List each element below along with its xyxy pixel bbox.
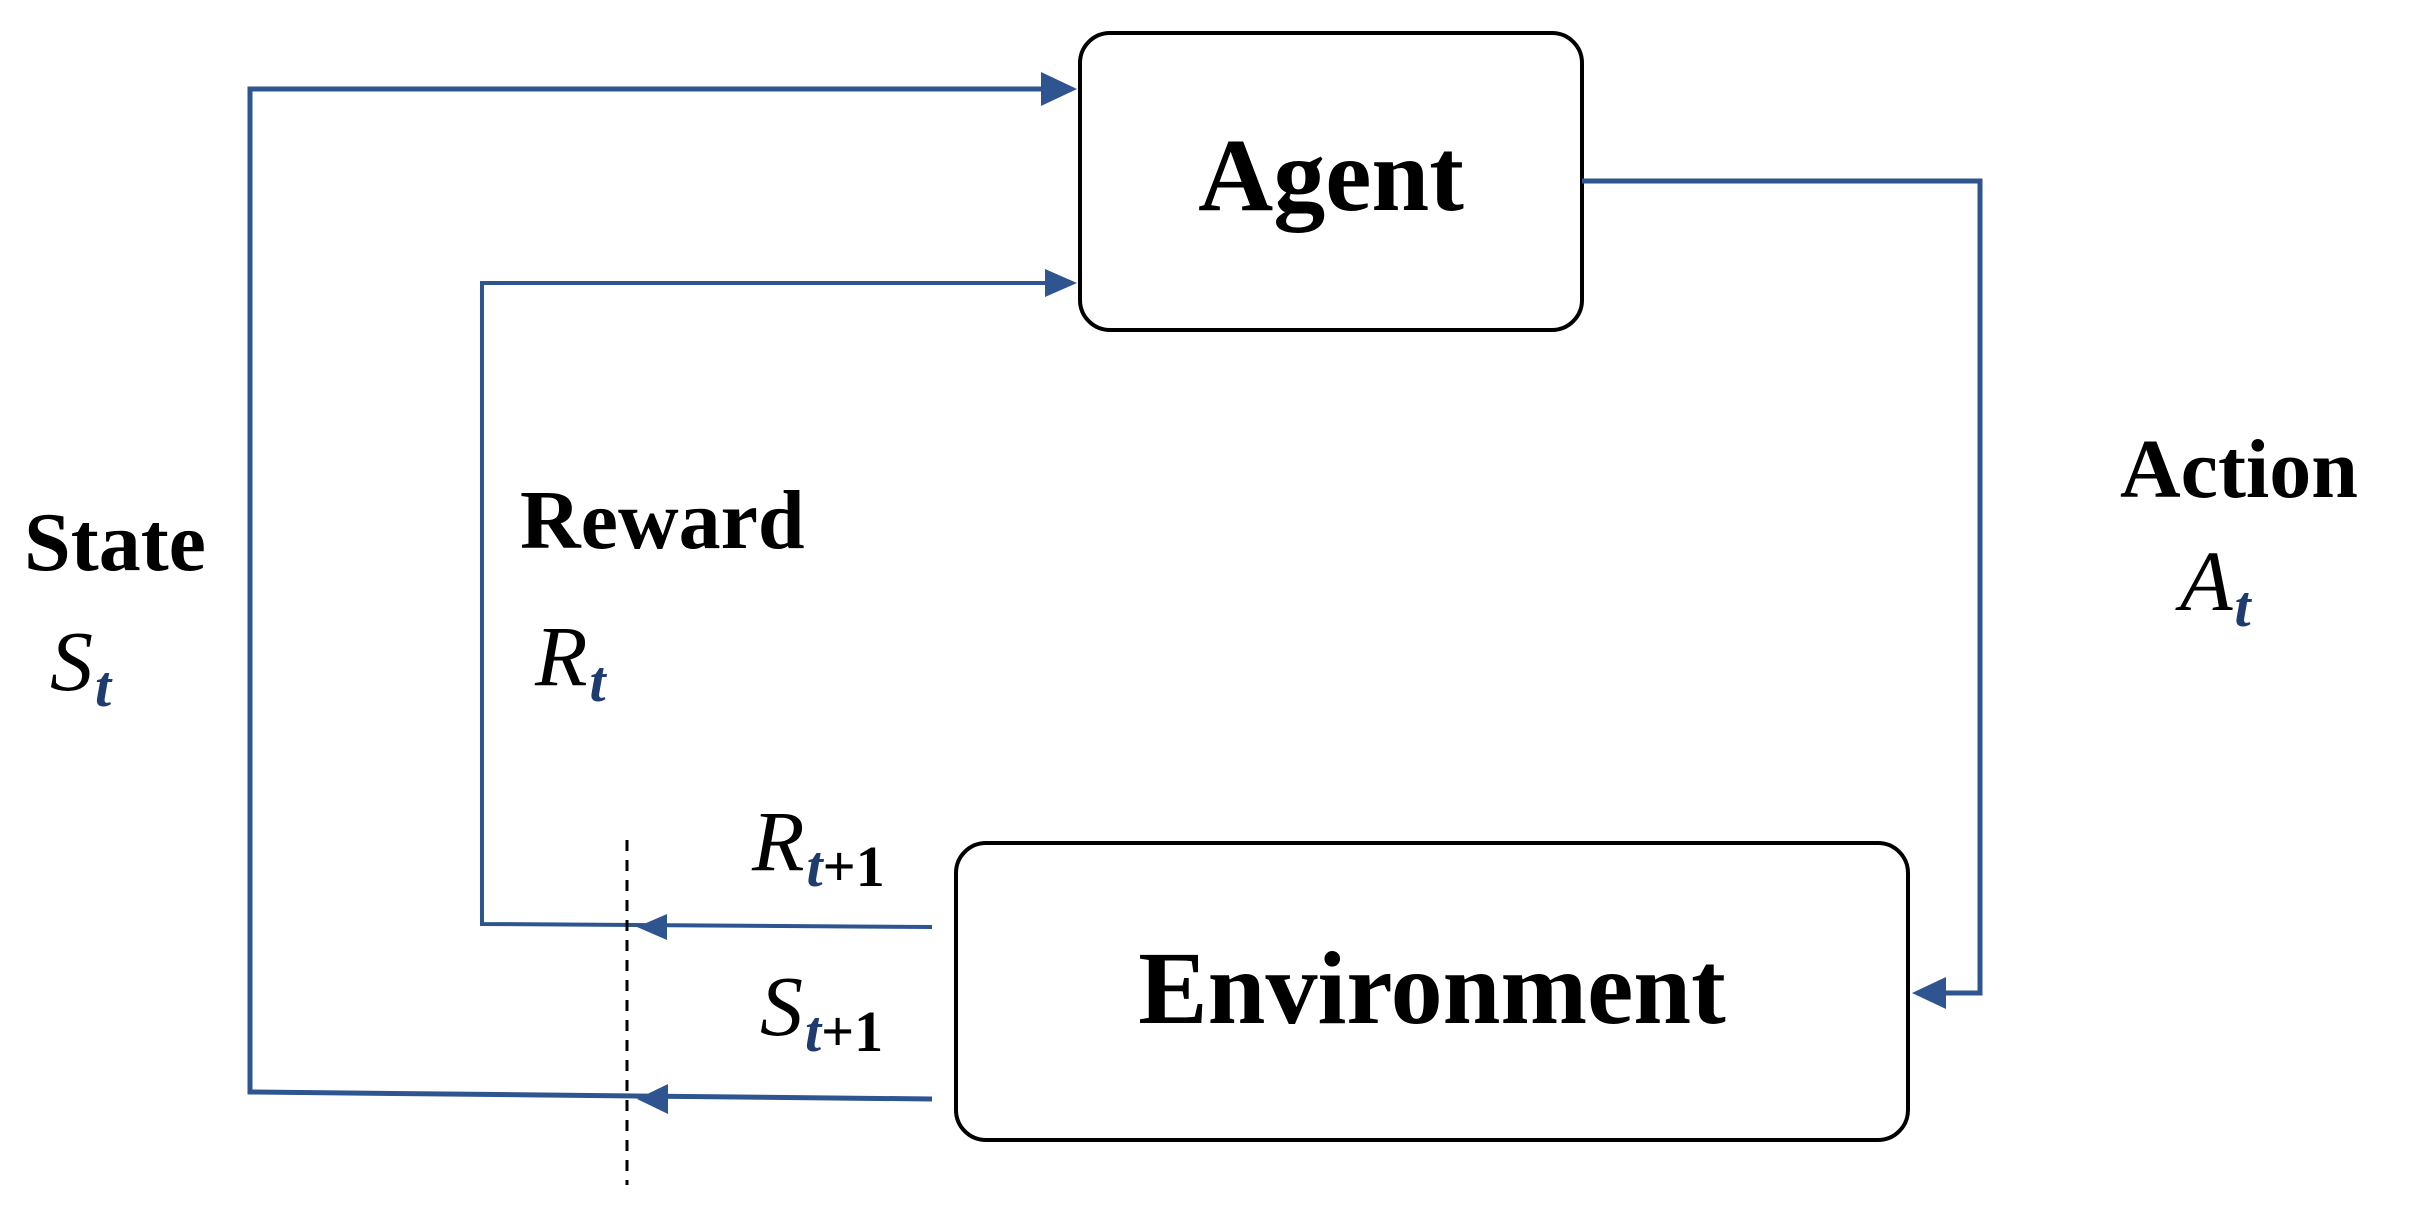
state-into-agent-arrowhead xyxy=(1041,72,1077,106)
state-symbol-letter: S xyxy=(50,613,93,709)
state-feedback-line xyxy=(247,86,1045,1102)
state-feedback-path xyxy=(247,72,1077,1114)
reward-into-agent-arrowhead xyxy=(1045,269,1077,297)
reward-symbol: Rt xyxy=(534,608,608,714)
next-state-symbol: St+1 xyxy=(760,958,883,1064)
next-reward-subscript-rest: +1 xyxy=(823,834,885,899)
reward-label: Reward Rt xyxy=(520,474,805,714)
action-symbol: At xyxy=(2175,533,2253,639)
next-reward-symbol: Rt+1 xyxy=(751,793,885,899)
state-symbol-subscript: t xyxy=(95,654,113,719)
state-label: State St xyxy=(24,496,206,719)
reward-feedback-line xyxy=(480,281,1048,929)
next-reward-arrowhead xyxy=(637,914,667,940)
action-path xyxy=(1582,178,1983,1009)
environment-box xyxy=(954,841,1910,1142)
reward-symbol-subscript: t xyxy=(590,649,608,714)
next-state-label: St+1 xyxy=(760,958,883,1064)
next-state-subscript-rest: +1 xyxy=(821,999,883,1064)
action-symbol-subscript: t xyxy=(2235,574,2253,639)
reward-word: Reward xyxy=(520,474,805,567)
environment-label: Environment xyxy=(1138,931,1726,1046)
action-symbol-letter: A xyxy=(2175,533,2233,629)
next-reward-label: Rt+1 xyxy=(751,793,885,899)
reward-feedback-path xyxy=(480,269,1077,940)
reward-symbol-letter: R xyxy=(534,608,588,704)
next-state-subscript-var: t xyxy=(805,999,823,1064)
agent-label: Agent xyxy=(1198,118,1464,233)
action-into-environment-arrowhead xyxy=(1912,977,1946,1009)
agent-node: Agent xyxy=(1078,31,1584,332)
next-state-arrowhead xyxy=(637,1084,668,1114)
next-reward-subscript-var: t xyxy=(807,834,825,899)
state-word: State xyxy=(24,496,206,589)
next-reward-letter: R xyxy=(751,793,805,889)
environment-node: Environment xyxy=(954,841,1910,1142)
action-line xyxy=(1582,178,1983,996)
action-label: Action At xyxy=(2120,423,2358,639)
action-word: Action xyxy=(2120,423,2358,516)
next-state-letter: S xyxy=(760,958,803,1054)
state-symbol: St xyxy=(50,613,113,719)
